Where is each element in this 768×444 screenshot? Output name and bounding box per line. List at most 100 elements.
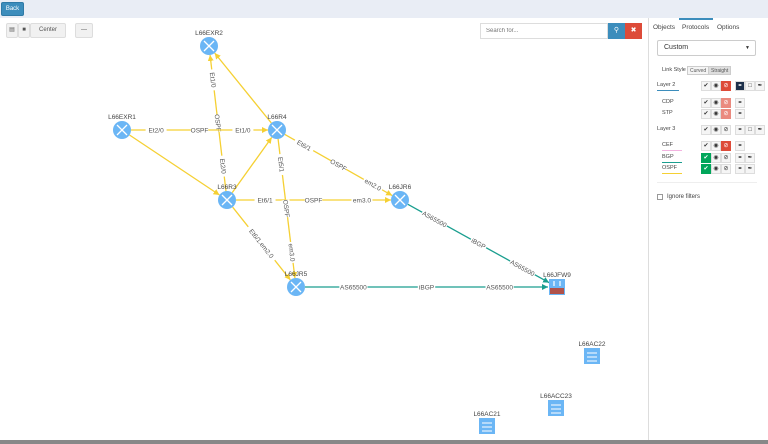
protocol-cef: CEF (662, 142, 673, 148)
ban-icon[interactable]: ⊘ (721, 125, 731, 135)
link-icon[interactable]: ⚭ (735, 98, 745, 108)
check-icon[interactable]: ✔ (701, 125, 711, 135)
wrench-icon[interactable]: ✒ (745, 153, 755, 163)
link-icon[interactable]: ⚭ (735, 109, 745, 119)
eye-icon[interactable]: ◉ (711, 81, 721, 91)
checkbox-icon (657, 194, 663, 200)
node-label: L66JR5 (285, 271, 308, 278)
node-label: L66R4 (267, 114, 287, 121)
link-icon[interactable]: ⚭ (735, 164, 745, 174)
node-L66ACC23[interactable]: L66ACC23 (540, 393, 572, 416)
layer2-controls: ✔◉⊘ ⚭□✒ (701, 81, 765, 91)
link-L66R3-L66R4[interactable] (226, 136, 273, 200)
wrench-icon[interactable]: ✒ (755, 125, 765, 135)
node-L66AC22[interactable]: L66AC22 (578, 341, 606, 364)
bottom-border (0, 440, 768, 444)
protocol-ospf: OSPF (662, 165, 677, 171)
link-label: AS65500 (486, 284, 513, 291)
link-label: iBGP (470, 237, 487, 250)
node-label: L66AC21 (473, 411, 500, 418)
eye-icon[interactable]: ◉ (711, 109, 721, 119)
square-icon[interactable]: □ (745, 125, 755, 135)
eye-icon[interactable]: ◉ (711, 98, 721, 108)
link-icon[interactable]: ⚭ (735, 141, 745, 151)
node-L66JR6[interactable]: L66JR6 (389, 184, 412, 209)
node-label: L66EXR2 (195, 30, 223, 37)
tab-options[interactable]: Options (717, 24, 740, 31)
check-icon[interactable]: ✔ (701, 98, 711, 108)
ignore-filters-label: Ignore filters (667, 194, 701, 200)
link-L66R3-L66JR5[interactable]: Et6/1.em2.0 (226, 200, 291, 281)
node-label: L66JR6 (389, 184, 412, 191)
check-icon[interactable]: ✔ (701, 164, 711, 174)
check-icon[interactable]: ✔ (701, 81, 711, 91)
ban-icon[interactable]: ⊘ (721, 98, 731, 108)
square-icon[interactable]: □ (745, 81, 755, 91)
switch-icon (584, 348, 600, 364)
check-icon[interactable]: ✔ (701, 141, 711, 151)
link-style-straight[interactable]: Straight (708, 66, 732, 75)
node-L66AC21[interactable]: L66AC21 (473, 411, 501, 434)
ban-icon[interactable]: ⊘ (721, 153, 731, 163)
link-label: Et6/1.em2.0 (247, 228, 275, 260)
tab-objects[interactable]: Objects (653, 24, 676, 31)
save-button[interactable]: ▤ (6, 23, 18, 38)
search-button[interactable]: ⚲ (608, 23, 625, 39)
node-L66R3[interactable]: L66R3 (217, 184, 237, 209)
protocol-cdp: CDP (662, 99, 674, 105)
tab-protocols[interactable]: Protocols (682, 24, 710, 31)
layer2-label: Layer 2 (657, 82, 676, 88)
preset-value: Custom (664, 44, 689, 51)
search-icon: ⚲ (613, 27, 620, 34)
link-style-curved[interactable]: Curved (687, 66, 710, 75)
ban-icon[interactable]: ⊘ (721, 109, 731, 119)
link-L66R4-L66EXR2[interactable] (214, 52, 278, 130)
eye-icon[interactable]: ◉ (711, 164, 721, 174)
back-button[interactable]: Back (1, 2, 24, 16)
wrench-icon[interactable]: ✒ (745, 164, 755, 174)
search-input[interactable] (480, 23, 608, 39)
wrench-icon[interactable]: ✒ (755, 81, 765, 91)
side-panel: Objects Protocols Options Custom▼ Link S… (648, 18, 768, 440)
eye-icon[interactable]: ◉ (711, 125, 721, 135)
check-icon[interactable]: ✔ (701, 109, 711, 119)
node-L66EXR1[interactable]: L66EXR1 (108, 114, 136, 139)
open-button[interactable]: ■ (18, 23, 30, 38)
link-label: Et5/1 (276, 157, 285, 173)
close-icon: ✖ (630, 27, 637, 34)
link-label: Et6/1 (257, 197, 273, 204)
protocol-stp: STP (662, 110, 673, 116)
ban-icon[interactable]: ⊘ (721, 164, 731, 174)
node-L66R4[interactable]: L66R4 (267, 114, 287, 139)
ban-icon[interactable]: ⊘ (721, 81, 731, 91)
link-icon[interactable]: ⚭ (735, 153, 745, 163)
node-L66JFW9[interactable]: L66JFW9 (543, 272, 571, 295)
node-label: L66EXR1 (108, 114, 136, 121)
preset-select[interactable]: Custom▼ (657, 40, 756, 56)
check-icon[interactable]: ✔ (701, 153, 711, 163)
protocol-bgp: BGP (662, 154, 674, 160)
eye-icon[interactable]: ◉ (711, 141, 721, 151)
link-L66EXR1-L66R3[interactable] (122, 129, 220, 196)
link-icon[interactable]: ⚭ (735, 81, 745, 91)
more-button[interactable]: — (75, 23, 93, 38)
node-label: L66JFW9 (543, 272, 571, 279)
ban-icon[interactable]: ⊘ (721, 141, 731, 151)
center-button[interactable]: Center (30, 23, 66, 38)
ignore-filters-checkbox[interactable]: Ignore filters (657, 194, 700, 200)
top-bar: Back (0, 0, 768, 18)
clear-search-button[interactable]: ✖ (625, 23, 642, 39)
node-L66JR5[interactable]: L66JR5 (285, 271, 308, 296)
link-label: Et2/0 (149, 127, 165, 134)
link-icon[interactable]: ⚭ (735, 125, 745, 135)
node-L66EXR2[interactable]: L66EXR2 (195, 30, 223, 55)
eye-icon[interactable]: ◉ (711, 153, 721, 163)
